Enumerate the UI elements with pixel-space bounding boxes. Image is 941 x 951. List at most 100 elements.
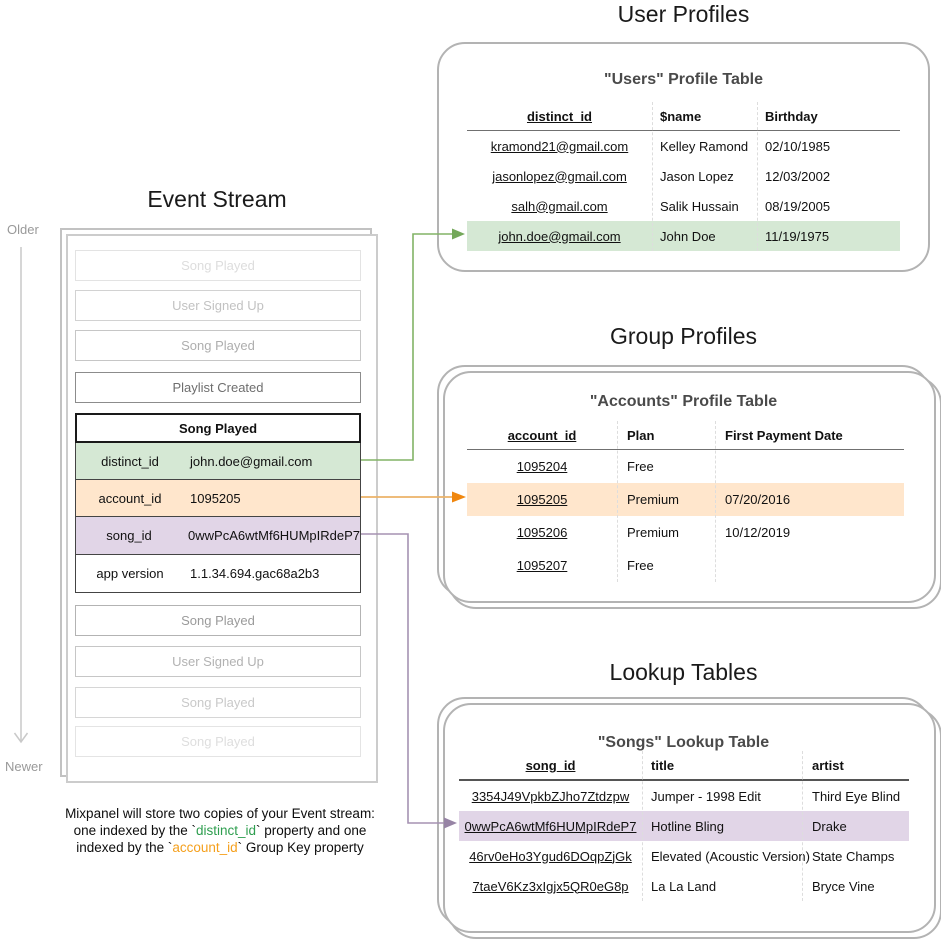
songs-cell-song-id: 3354J49VpkbZJho7Ztdzpw bbox=[471, 788, 630, 804]
songs-cell-song-id: 46rv0eHo3Ygud6DOqpZjGk bbox=[469, 848, 632, 864]
users-table-title: "Users" Profile Table bbox=[604, 71, 763, 88]
accounts-profile-card: "Accounts" Profile Table account_id Plan… bbox=[437, 365, 941, 609]
accounts-table: account_id Plan First Payment Date 10952… bbox=[467, 421, 904, 582]
users-table-row: kramond21@gmail.com Kelley Ramond 02/10/… bbox=[467, 131, 900, 161]
older-newer-arrow bbox=[13, 247, 29, 744]
users-header-rule bbox=[467, 130, 900, 131]
accounts-col-plan: Plan bbox=[627, 427, 655, 443]
column-separator bbox=[642, 751, 643, 901]
event-row-song-played-4: Song Played bbox=[75, 687, 361, 718]
detail-row-app-version: app version 1.1.34.694.gac68a2b3 bbox=[75, 555, 361, 593]
users-header-row: distinct_id $name Birthday bbox=[467, 102, 900, 130]
detail-key: distinct_id bbox=[101, 453, 159, 469]
users-cell-distinct-id: salh@gmail.com bbox=[511, 198, 608, 214]
column-separator bbox=[802, 751, 803, 901]
songs-cell-song-id: 0wwPcA6wtMf6HUMpIRdeP7 bbox=[464, 818, 637, 834]
accounts-header-rule bbox=[467, 449, 904, 450]
lookup-tables-title: Lookup Tables bbox=[609, 659, 758, 685]
songs-cell-artist: State Champs bbox=[812, 848, 895, 864]
songs-table-title: "Songs" Lookup Table bbox=[597, 734, 770, 751]
event-row-song-played-1: Song Played bbox=[75, 250, 361, 281]
column-separator bbox=[757, 102, 758, 251]
column-separator bbox=[652, 102, 653, 251]
songs-col-artist: artist bbox=[812, 757, 844, 773]
event-row-song-played-5: Song Played bbox=[75, 726, 361, 757]
caption-line-2: one indexed by the `distinct_id` propert… bbox=[73, 823, 367, 838]
detail-value: 1.1.34.694.gac68a2b3 bbox=[190, 566, 320, 581]
event-row-song-played-2: Song Played bbox=[75, 330, 361, 361]
caption-line-1: Mixpanel will store two copies of your E… bbox=[65, 806, 375, 821]
caption-line-3: indexed by the `account_id` Group Key pr… bbox=[76, 840, 364, 855]
users-table-row-highlighted: john.doe@gmail.com John Doe 11/19/1975 bbox=[467, 221, 900, 251]
users-cell-name: Jason Lopez bbox=[660, 168, 734, 184]
songs-cell-artist: Bryce Vine bbox=[812, 878, 875, 894]
users-cell-name: Salik Hussain bbox=[660, 198, 739, 214]
users-cell-birthday: 11/19/1975 bbox=[765, 228, 830, 244]
detail-row-distinct-id: distinct_id john.doe@gmail.com bbox=[75, 443, 361, 480]
songs-cell-title: Jumper - 1998 Edit bbox=[651, 788, 761, 804]
users-table: distinct_id $name Birthday kramond21@gma… bbox=[467, 102, 900, 251]
users-cell-name: John Doe bbox=[660, 228, 716, 244]
accounts-header-row: account_id Plan First Payment Date bbox=[467, 421, 904, 449]
users-col-birthday: Birthday bbox=[765, 108, 818, 124]
event-detail-header: Song Played bbox=[75, 413, 361, 443]
newer-label: Newer bbox=[5, 759, 43, 774]
event-row-playlist-created: Playlist Created bbox=[75, 372, 361, 403]
songs-lookup-card: "Songs" Lookup Table song_id title artis… bbox=[437, 697, 941, 939]
songs-cell-artist: Drake bbox=[812, 818, 847, 834]
songs-cell-song-id: 7taeV6Kz3xIgjx5QR0eG8p bbox=[472, 878, 629, 894]
users-table-row: salh@gmail.com Salik Hussain 08/19/2005 bbox=[467, 191, 900, 221]
songs-col-title: title bbox=[651, 757, 675, 773]
users-cell-distinct-id: john.doe@gmail.com bbox=[498, 228, 621, 244]
songs-cell-title: Hotline Bling bbox=[651, 818, 724, 834]
event-stream-title: Event Stream bbox=[147, 186, 287, 212]
accounts-col-first-payment-date: First Payment Date bbox=[725, 427, 843, 443]
event-stream-card: Song Played User Signed Up Song Played P… bbox=[60, 228, 378, 783]
user-profiles-title: User Profiles bbox=[617, 1, 750, 27]
songs-cell-artist: Third Eye Blind bbox=[812, 788, 901, 804]
users-profile-card: "Users" Profile Table distinct_id $name … bbox=[437, 42, 930, 272]
songs-cell-title: La La Land bbox=[651, 878, 717, 894]
column-separator bbox=[617, 421, 618, 582]
detail-value: 1095205 bbox=[190, 490, 241, 506]
detail-row-account-id: account_id 1095205 bbox=[75, 480, 361, 517]
accounts-table-title: "Accounts" Profile Table bbox=[589, 393, 778, 410]
songs-header-rule bbox=[459, 779, 909, 781]
users-cell-birthday: 12/03/2002 bbox=[765, 168, 831, 184]
accounts-cell-plan: Free bbox=[627, 558, 654, 573]
accounts-cell-plan: Premium bbox=[627, 525, 680, 540]
detail-value: john.doe@gmail.com bbox=[190, 453, 313, 469]
detail-value: 0wwPcA6wtMf6HUMpIRdeP7 bbox=[188, 528, 360, 543]
accounts-col-account-id: account_id bbox=[507, 427, 577, 443]
users-table-row: jasonlopez@gmail.com Jason Lopez 12/03/2… bbox=[467, 161, 900, 191]
accounts-cell-account-id: 1095205 bbox=[516, 492, 568, 507]
event-detail-card: Song Played distinct_id john.doe@gmail.c… bbox=[75, 413, 361, 593]
detail-key: song_id bbox=[106, 528, 152, 543]
songs-table-row: 46rv0eHo3Ygud6DOqpZjGk Elevated (Acousti… bbox=[459, 841, 909, 871]
songs-table: song_id title artist 3354J49VpkbZJho7Ztd… bbox=[459, 751, 909, 901]
group-profiles-title: Group Profiles bbox=[609, 323, 757, 349]
accounts-table-row: 1095204 Free bbox=[467, 450, 904, 483]
accounts-cell-account-id: 1095207 bbox=[516, 558, 568, 573]
users-cell-birthday: 02/10/1985 bbox=[765, 138, 831, 154]
users-cell-birthday: 08/19/2005 bbox=[765, 198, 831, 214]
songs-cell-title: Elevated (Acoustic Version) bbox=[651, 848, 810, 864]
accounts-cell-first-payment-date: 10/12/2019 bbox=[725, 525, 791, 540]
accounts-table-row-highlighted: 1095205 Premium 07/20/2016 bbox=[467, 483, 904, 516]
songs-table-row-highlighted: 0wwPcA6wtMf6HUMpIRdeP7 Hotline Bling Dra… bbox=[459, 811, 909, 841]
users-cell-distinct-id: jasonlopez@gmail.com bbox=[492, 168, 627, 184]
songs-col-song-id: song_id bbox=[525, 757, 576, 773]
older-label: Older bbox=[7, 222, 39, 237]
accounts-cell-first-payment-date: 07/20/2016 bbox=[725, 492, 791, 507]
accounts-cell-account-id: 1095206 bbox=[516, 525, 568, 540]
event-row-user-signed-up-1: User Signed Up bbox=[75, 290, 361, 321]
accounts-cell-plan: Premium bbox=[627, 492, 680, 507]
accounts-table-row: 1095206 Premium 10/12/2019 bbox=[467, 516, 904, 549]
users-cell-distinct-id: kramond21@gmail.com bbox=[490, 138, 629, 154]
event-stream-caption: Mixpanel will store two copies of your E… bbox=[30, 805, 410, 856]
event-row-song-played-3: Song Played bbox=[75, 605, 361, 636]
detail-key: account_id bbox=[98, 490, 162, 506]
songs-header-row: song_id title artist bbox=[459, 751, 909, 779]
accounts-cell-account-id: 1095204 bbox=[516, 459, 568, 474]
users-col-name: $name bbox=[660, 108, 702, 124]
